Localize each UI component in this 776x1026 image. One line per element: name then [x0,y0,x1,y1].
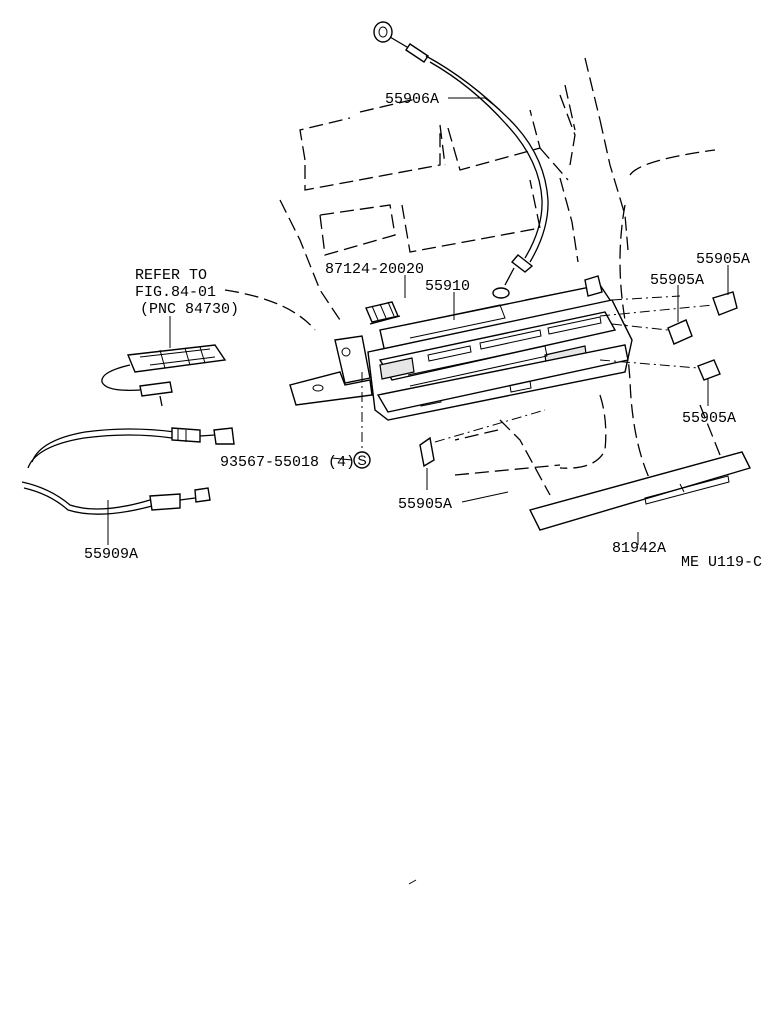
alignment-lines [361,295,714,452]
cable-55906A [373,21,549,299]
reference-note-line1: REFER TO [135,267,207,284]
reference-note-line2: FIG.84-01 [135,284,216,301]
label-55909A: 55909A [84,546,138,563]
cable-55909A [21,427,235,515]
label-55910: 55910 [425,278,470,295]
knob-55905A-lower-right [697,359,721,381]
heater-control-panel-55910 [289,275,633,421]
leader-lines [107,97,729,545]
label-55905A-lower-right: 55905A [682,410,736,427]
label-55906A: 55906A [385,91,439,108]
screw-symbol: S [353,451,371,469]
label-55905A-bottom: 55905A [398,496,452,513]
reference-note-line3: (PNC 84730) [140,301,239,318]
knob-55905A-bottom [419,436,435,468]
screw-symbol-letter: S [357,452,366,468]
label-93567-55018: 93567-55018 (4) [220,454,355,471]
label-55905A-top-right: 55905A [696,251,750,268]
knob-55905A-mid-right [667,319,693,345]
label-81942A: 81942A [612,540,666,557]
bezel-81942A [528,451,751,531]
control-assembly [101,344,227,407]
label-87124-20020: 87124-20020 [325,261,424,278]
label-55905A-mid-right: 55905A [650,272,704,289]
knob-55905A-top-right [712,291,738,316]
stray-mark [408,879,417,885]
clip-87124-20020 [365,301,401,325]
labels: 55906A 87124-20020 55910 55905A 55905A 5… [84,91,762,571]
figure-code: ME U119-C [681,554,762,571]
